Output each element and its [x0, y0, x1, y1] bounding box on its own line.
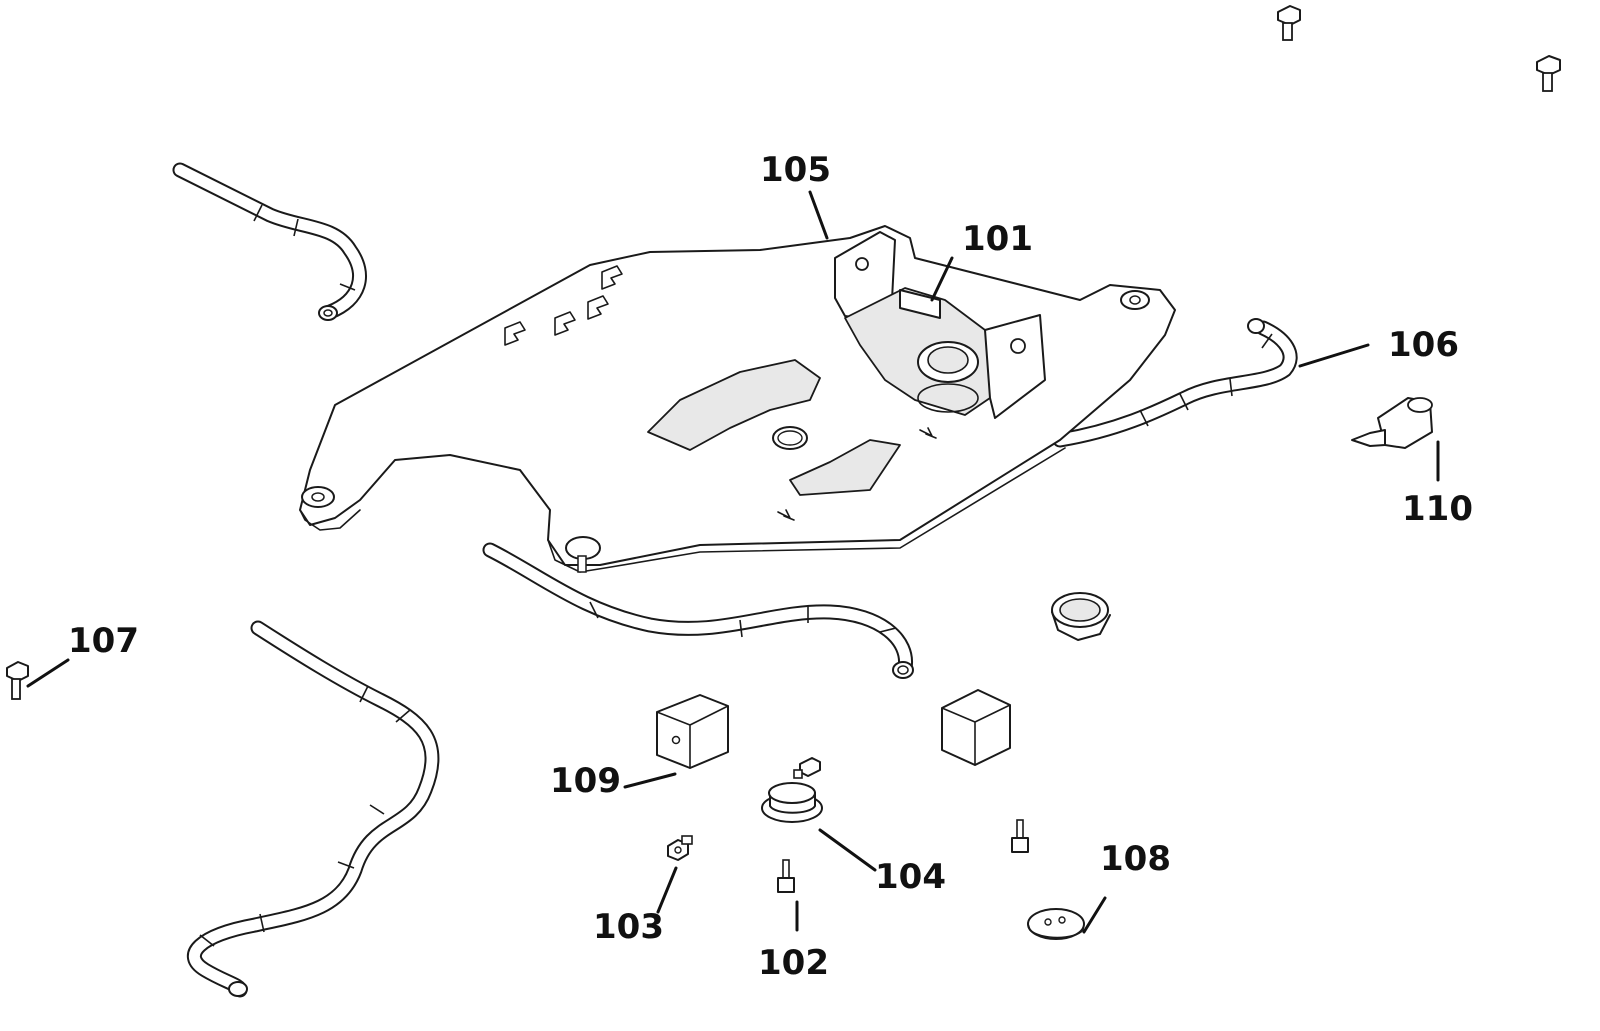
bolt-top-right-1 — [1277, 5, 1301, 41]
callout-106: 106 — [1388, 325, 1459, 365]
pin-102 — [777, 859, 795, 893]
leader-106 — [1298, 343, 1370, 368]
callout-110: 110 — [1402, 489, 1473, 529]
leader-109 — [623, 772, 677, 789]
nozzle-110 — [1351, 397, 1433, 449]
callout-108: 108 — [1100, 839, 1171, 879]
bolt-top-right-2 — [1536, 55, 1561, 92]
callout-107: 107 — [68, 621, 139, 661]
leader-103 — [656, 866, 678, 914]
block-109 — [656, 694, 729, 769]
hose-center — [482, 542, 914, 679]
leader-108 — [1082, 896, 1107, 934]
mounting-plate — [299, 225, 1176, 573]
callout-109: 109 — [550, 761, 621, 801]
cap-104 — [761, 782, 823, 823]
callout-104: 104 — [875, 857, 946, 897]
leader-105 — [808, 190, 829, 240]
grommet — [1051, 592, 1111, 641]
callout-101: 101 — [962, 219, 1033, 259]
callout-105: 105 — [760, 150, 831, 190]
callout-102: 102 — [758, 943, 829, 983]
bolt-107 — [6, 661, 29, 700]
hose-upper-left — [172, 162, 367, 321]
screw-103 — [667, 835, 693, 861]
pin-right — [1011, 819, 1029, 853]
leader-107 — [26, 658, 70, 688]
leader-104 — [818, 828, 877, 872]
bracket — [834, 231, 1046, 419]
leader-101 — [930, 256, 954, 302]
hose-right — [1052, 318, 1298, 448]
callout-103: 103 — [593, 907, 664, 947]
block-right — [941, 689, 1011, 766]
disc-108 — [1027, 908, 1085, 940]
hose-lower-left — [186, 620, 440, 998]
screw-small-top — [793, 757, 821, 779]
